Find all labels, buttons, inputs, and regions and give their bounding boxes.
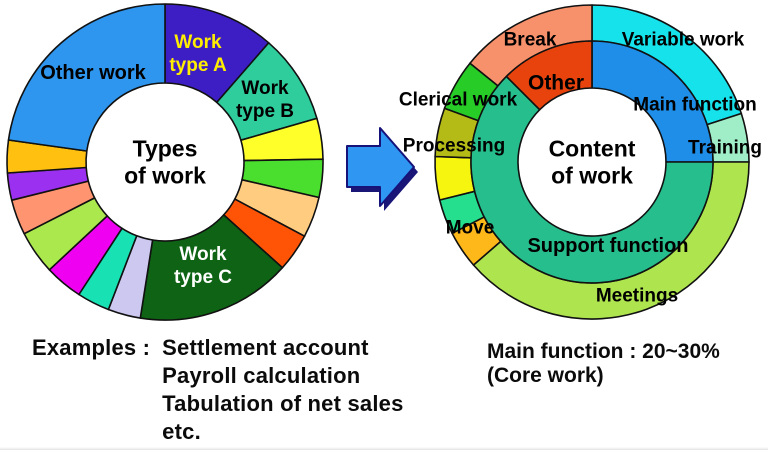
examples-note: Examples : Settlement account Payroll ca… — [32, 334, 404, 446]
bottom-edge-divider — [0, 447, 768, 450]
segment-label-other: Other — [528, 72, 584, 95]
examples-item: etc. — [162, 419, 201, 444]
segment-support-function — [470, 75, 714, 284]
segment-label-processing: Processing — [403, 136, 505, 157]
transform-arrow — [346, 127, 418, 211]
right-arrow-icon — [346, 127, 415, 207]
core-work-note: Main function : 20~30% (Core work) — [487, 340, 720, 388]
examples-item: Settlement account — [162, 335, 369, 360]
segment-work-type-c — [139, 214, 284, 321]
segment-other-work — [7, 3, 166, 152]
segment-label-variable-work: Variable work — [622, 30, 745, 51]
segment-label-meetings: Meetings — [596, 286, 678, 307]
segment-label-break: Break — [504, 30, 557, 51]
segment-other — [505, 40, 593, 111]
core-work-note-line2: (Core work) — [487, 364, 604, 387]
segment-label-support-function: Support function — [527, 235, 688, 257]
examples-label: Examples : — [32, 335, 151, 360]
examples-items: Settlement account Payroll calculation T… — [162, 334, 403, 446]
segment-unlabeled — [434, 155, 476, 201]
examples-item: Payroll calculation — [162, 363, 361, 388]
segment-label-clerical-work: Clerical work — [399, 90, 518, 111]
segment-label-training: Training — [688, 138, 762, 159]
segment-label-main-function: Main function — [633, 95, 756, 116]
segment-label-other-work: Other work — [40, 62, 146, 84]
examples-item: Tabulation of net sales — [162, 391, 404, 416]
core-work-note-line1: Main function : 20~30% — [487, 340, 720, 363]
segment-label-move: Move — [446, 218, 495, 239]
